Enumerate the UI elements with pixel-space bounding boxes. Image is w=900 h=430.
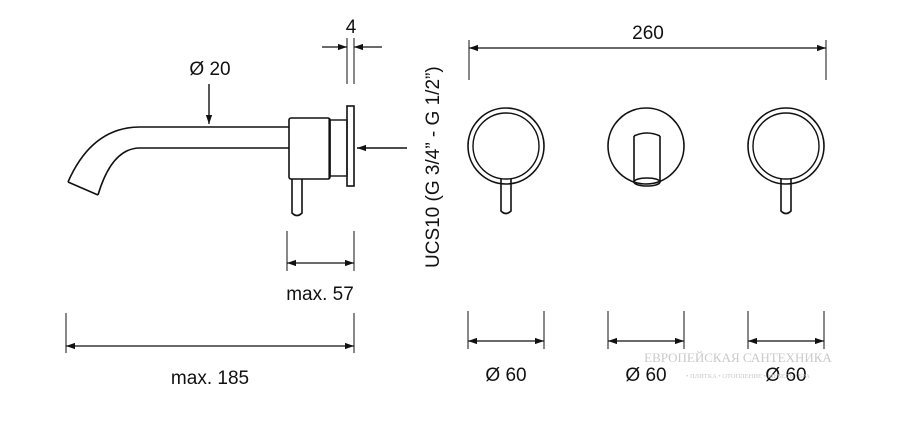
- front-view: [467, 107, 825, 215]
- watermark-title: ЕВРОПЕЙСКАЯ САНТЕХНИКА: [644, 350, 832, 365]
- plate-diameter-label-right: Ø 60: [765, 365, 806, 386]
- overall-width-dim: 260: [468, 23, 827, 80]
- spout-reach-label: max. 185: [171, 368, 249, 389]
- watermark: ЕВРОПЕЙСКАЯ САНТЕХНИКА • ПЛИТКА • ОТОПЛЕ…: [644, 350, 832, 380]
- body-depth-label: max. 57: [286, 284, 354, 305]
- spout-diameter-label: Ø 20: [189, 59, 230, 80]
- connection-label: UCS10 (G 3/4” - G 1/2”): [423, 66, 444, 268]
- right-handle: [747, 107, 825, 215]
- watermark-subtitle: • ПЛИТКА • ОТОПЛЕНИЕ • МЕБЕЛЬ • SPA: [686, 373, 810, 380]
- spout-diameter-callout: Ø 20: [189, 59, 231, 124]
- left-handle: [467, 107, 545, 215]
- spout-outline: [67, 126, 289, 196]
- side-view: [67, 105, 355, 217]
- valve-body: [288, 117, 331, 180]
- spout-reach-dim: max. 185: [65, 313, 355, 389]
- center-spout: [607, 107, 685, 187]
- body-depth-dim: max. 57: [286, 231, 355, 305]
- plate-diameter-dim-right: Ø 60: [747, 311, 825, 386]
- plate-diameter-label-left: Ø 60: [485, 365, 526, 386]
- plate-diameter-dim-center: Ø 60: [607, 311, 685, 386]
- plate-diameter-label-center: Ø 60: [625, 365, 666, 386]
- plate-thickness-dim: 4: [322, 17, 382, 84]
- lever-handle: [291, 179, 303, 217]
- plate-thickness-label: 4: [346, 17, 357, 38]
- plate-diameter-dim-left: Ø 60: [467, 311, 545, 386]
- overall-width-label: 260: [632, 23, 664, 44]
- wall-plate: [346, 105, 355, 187]
